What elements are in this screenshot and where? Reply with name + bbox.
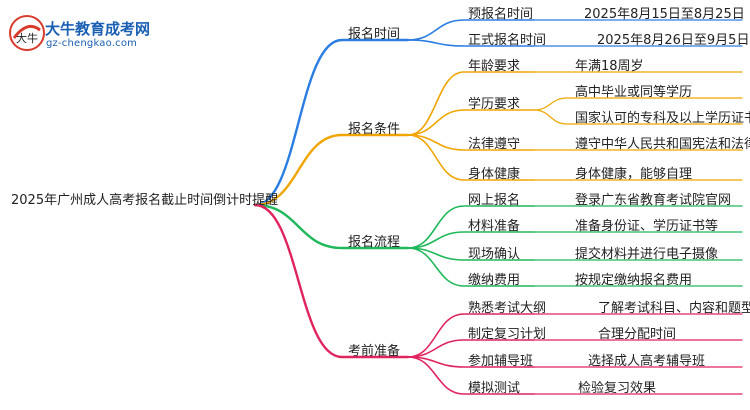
- detail-label: 登录广东省教育考试院官网: [575, 193, 732, 208]
- detail-label: 检验复习效果: [578, 381, 657, 396]
- branch-connector: [253, 38, 410, 207]
- detail-label: 了解考试科目、内容和题型: [598, 301, 750, 316]
- child-label: 正式报名时间: [468, 33, 547, 48]
- branch-connector: [253, 203, 410, 359]
- detail-label: 2025年8月26日至9月5日: [597, 33, 750, 48]
- detail-connector: [533, 97, 743, 111]
- svg-text:大牛: 大牛: [16, 31, 38, 45]
- child-connector: [407, 339, 535, 358]
- child-connector: [407, 231, 535, 249]
- child-connector: [407, 356, 535, 395]
- detail-label: 遵守中华人民共和国宪法和法律: [575, 137, 750, 152]
- child-label: 网上报名: [468, 193, 521, 208]
- child-label: 模拟测试: [468, 381, 521, 396]
- logo-url: gz-chengkao.com: [46, 38, 138, 49]
- detail-label: 2025年8月15日至8月25日: [584, 7, 745, 22]
- child-connector: [407, 39, 535, 47]
- child-label: 制定复习计划: [468, 327, 547, 342]
- child-connector: [407, 71, 535, 136]
- detail-label: 提交材料并进行电子摄像: [575, 247, 719, 262]
- branch-label: 报名时间: [348, 27, 401, 42]
- detail-label: 年满18周岁: [575, 59, 644, 74]
- branch-label: 报名条件: [348, 122, 401, 137]
- root-topic: 2025年广州成人高考报名截止时间倒计时提醒: [11, 193, 279, 208]
- logo-mark-icon: 大牛: [9, 15, 45, 51]
- detail-label: 高中毕业或同等学历: [575, 85, 693, 100]
- child-connector: [407, 247, 535, 287]
- child-connector: [407, 134, 535, 181]
- child-label: 预报名时间: [468, 7, 534, 22]
- child-label: 年龄要求: [468, 59, 521, 74]
- child-label: 熟悉考试大纲: [468, 301, 547, 316]
- child-connector: [407, 19, 535, 41]
- child-connector: [407, 356, 535, 368]
- child-label: 材料准备: [468, 219, 521, 234]
- branch-connector: [253, 133, 410, 207]
- child-connector: [407, 247, 535, 261]
- detail-label: 国家认可的专科及以上学历证书: [575, 111, 750, 126]
- child-label: 参加辅导班: [468, 354, 534, 369]
- detail-label: 合理分配时间: [598, 327, 677, 342]
- detail-label: 准备身份证、学历证书等: [575, 219, 719, 234]
- child-label: 现场确认: [468, 247, 521, 262]
- child-label: 学历要求: [468, 97, 521, 112]
- detail-connector: [533, 109, 743, 125]
- logo-title: 大牛教育成考网: [45, 20, 151, 38]
- branch-label: 考前准备: [348, 344, 401, 359]
- detail-label: 按规定缴纳报名费用: [575, 273, 693, 288]
- detail-label: 选择成人高考辅导班: [588, 354, 706, 369]
- child-connector: [407, 134, 535, 151]
- detail-label: 身体健康，能够自理: [575, 167, 693, 182]
- child-connector: [407, 109, 535, 136]
- child-connector: [407, 313, 535, 358]
- branch-connector: [253, 203, 410, 250]
- branch-label: 报名流程: [348, 235, 401, 250]
- child-connector: [407, 205, 535, 249]
- child-label: 法律遵守: [468, 137, 521, 152]
- child-label: 缴纳费用: [468, 273, 521, 288]
- child-label: 身体健康: [468, 167, 521, 182]
